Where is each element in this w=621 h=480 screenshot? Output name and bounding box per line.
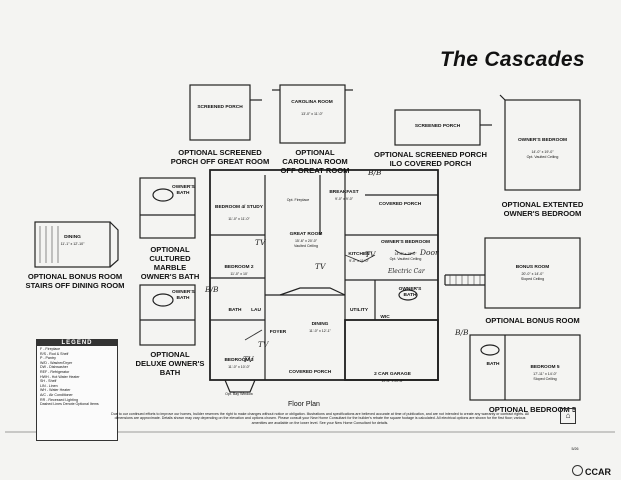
main-house-outline (209, 169, 439, 381)
dim-dining-opt: 11'-1" x 12'-10" (60, 242, 85, 246)
screened-porch-ilo-outline (394, 109, 481, 146)
dim-owners-bedroom-ext: 14'-0" x 19'-0" (531, 150, 554, 154)
label-covered-porch-top: COVERED PORCH (378, 202, 422, 207)
note-tv-3: TV (365, 250, 376, 259)
note-tv-5: TV (243, 355, 254, 364)
note-electric-car: Electric Car (388, 268, 425, 275)
ccar-logo-icon (572, 465, 583, 476)
label-utility: UTILITY (349, 308, 369, 313)
caption-bonus-stairs: OPTIONAL BONUS ROOM STAIRS OFF DINING RO… (25, 272, 125, 290)
extended-bedroom-outline (504, 99, 581, 191)
label-breakfast: BREAKFAST (329, 190, 359, 195)
ccar-watermark: CCAR (572, 465, 611, 477)
note-bb-3: B/B (455, 328, 469, 337)
label-dining: DINING (311, 322, 329, 327)
legend-item: RR - Recessed Lighting (40, 397, 78, 402)
note-door: Door (420, 248, 439, 257)
legend-item: F - Fireplace (40, 347, 61, 351)
dim-garage: 19'-6" x 20'-8" (381, 379, 404, 383)
label-foyer: FOYER (269, 330, 287, 335)
label-owners-bath-opt2: OWNER'S BATH (172, 290, 195, 301)
note-owners-bedroom: Opt. Vaulted Ceiling (389, 257, 422, 261)
legend-item: W/D - Washer/Dryer (40, 360, 73, 365)
label-bath-b5: BATH (486, 362, 500, 367)
note-tv-4: TV (258, 340, 269, 349)
label-laundry: LAU (251, 308, 261, 313)
dim-dining: 11'-0" x 12'-1" (309, 329, 331, 333)
label-carolina-room: CAROLINA ROOM (291, 100, 333, 105)
caption-screened-porch-gr: OPTIONAL SCREENED PORCH OFF GREAT ROOM (170, 148, 270, 166)
floor-plan-label: Floor Plan (288, 401, 320, 408)
label-owners-bedroom-ext: OWNER'S BEDROOM (517, 138, 568, 143)
caption-screened-porch-ilo: OPTIONAL SCREENED PORCH ILO COVERED PORC… (374, 150, 487, 168)
legend-item: SH - Shelf (40, 379, 57, 384)
equal-housing-icon: ⌂ (560, 408, 576, 424)
caption-carolina-room: OPTIONAL CAROLINA ROOM OFF GREAT ROOM (280, 148, 350, 175)
label-great-room: GREAT ROOM (289, 232, 323, 237)
label-bonus-room: BONUS ROOM (515, 265, 550, 270)
dim-kitchen: 9'-0" x 11'-0" (349, 259, 369, 263)
caption-bonus-room: OPTIONAL BONUS ROOM (485, 316, 580, 325)
legend-item: R/S - Rod & Shelf (40, 351, 69, 356)
caption-marble-bath: OPTIONAL CULTURED MARBLE OWNER'S BATH (140, 245, 200, 281)
dim-carolina-room: 13'-0" x 11'-0" (301, 112, 323, 116)
label-kitchen: KITCHEN (348, 252, 370, 257)
legend-item: LIN - Linen (40, 383, 58, 388)
dim-owners-bedroom: 14'-0" x 15'-0" (394, 252, 417, 256)
legend-item: A/C - Air Conditioner (40, 392, 73, 397)
label-screened-porch-2: SCREENED PORCH (414, 124, 461, 129)
label-bay-window: Opt. Bay Window (225, 392, 253, 396)
dim-breakfast: 9'-0" x 9'-0" (334, 197, 354, 201)
note-bb-2: B/B (205, 285, 219, 294)
label-fireplace: Opt. Fireplace (286, 198, 310, 202)
caption-extended-bedroom: OPTIONAL EXTENTED OWNER'S BEDROOM (501, 200, 584, 218)
note-great-room: Vaulted Ceiling (294, 244, 318, 248)
dim-bonus-room: 20'-0" x 14'-0" (521, 272, 544, 276)
legend-title: LEGEND (37, 340, 117, 346)
legend-list: F - Fireplace R/S - Rod & Shelf P - Pant… (37, 346, 117, 408)
label-bedroom2: BEDROOM 2 (224, 265, 254, 270)
label-bath: BATH (228, 308, 242, 313)
label-screened-porch: SCREENED PORCH (197, 105, 243, 110)
label-wic: WIC (380, 315, 390, 320)
dim-bedroom3: 11'-0" x 10'-0" (228, 365, 250, 369)
plan-title: The Cascades (440, 48, 585, 71)
label-owners-bath-opt: OWNER'S BATH (172, 185, 195, 196)
label-owners-bath: OWNER'S BATH (398, 287, 422, 298)
dim-bedroom5: 17'-11" x 14'-0" (533, 372, 557, 376)
screened-porch-outline (189, 84, 251, 141)
note-bonus-room: Sloped Ceiling (520, 277, 545, 281)
legend-item: Dashed Lines Denote Optional Items (40, 402, 99, 407)
disclaimer-text: Due to our continued efforts to improve … (111, 412, 529, 425)
dim-bedroom2: 11'-0" x 10' (230, 272, 248, 276)
legend-item: DW - Dishwasher (40, 365, 68, 370)
legend-box: LEGEND F - Fireplace R/S - Rod & Shelf P… (36, 339, 118, 441)
note-bedroom5: Sloped Ceiling (533, 377, 557, 381)
dim-great-room: 15'-6" x 20'-0" (294, 239, 318, 243)
label-covered-porch: COVERED PORCH (288, 370, 332, 375)
ccar-text: CCAR (585, 467, 611, 477)
note-owners-bedroom-ext: Opt. Vaulted Ceiling (526, 155, 559, 159)
note-tv-2: TV (315, 262, 326, 271)
legend-item: HWH - Hot Water Heater (40, 374, 80, 379)
plan-code: 5/26 (571, 447, 579, 451)
caption-deluxe-bath: OPTIONAL DELUXE OWNER'S BATH (135, 350, 205, 377)
label-owners-bedroom: OWNER'S BEDROOM (380, 240, 431, 245)
legend-item: REF - Refrigerator (40, 369, 70, 374)
carolina-room-outline (279, 84, 346, 144)
label-garage: 2 CAR GARAGE (374, 372, 411, 377)
note-tv-1: TV (255, 238, 266, 247)
legend-item: WH - Water Heater (40, 388, 71, 393)
label-dining-opt: DINING (64, 235, 81, 240)
caption-bedroom5: OPTIONAL BEDROOM 5 (488, 405, 577, 414)
label-bedroom3: BEDROOM 3 (224, 358, 254, 363)
legend-item: P - Pantry (40, 356, 56, 361)
label-bedroom5: BEDROOM 5 (530, 365, 560, 370)
note-bb-1: B/B (368, 168, 382, 177)
label-bedroom4: BEDROOM 4/ STUDY (215, 205, 263, 210)
dim-bedroom4: 11'-0" x 11'-0" (228, 217, 250, 221)
